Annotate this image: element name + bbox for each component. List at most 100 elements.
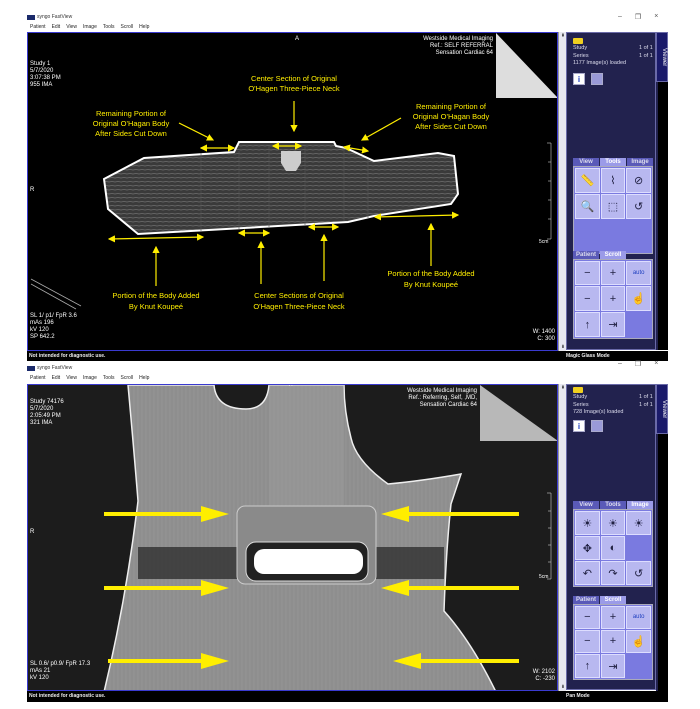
menu-edit[interactable]: Edit bbox=[51, 24, 61, 30]
menu-bar: Patient Edit View Image Tools Scroll Help bbox=[30, 24, 149, 30]
neck-region bbox=[269, 385, 344, 505]
profile-button[interactable]: ⌇ bbox=[600, 168, 626, 193]
tab-scroll[interactable]: Scroll bbox=[600, 251, 626, 259]
label-body-left-2: Original O'Hagan Body bbox=[93, 119, 170, 128]
hand-scroll-button[interactable]: ☝ bbox=[626, 286, 651, 311]
prev-series-button[interactable]: − bbox=[575, 286, 600, 311]
hand-scroll-button[interactable]: ☝ bbox=[626, 629, 651, 654]
last-image-button[interactable]: ⇥ bbox=[600, 312, 626, 337]
magic-glass-button[interactable]: ◐ bbox=[600, 536, 626, 560]
menu-patient[interactable]: Patient bbox=[30, 375, 46, 381]
menu-patient[interactable]: Patient bbox=[30, 24, 46, 30]
next-image-button[interactable]: + bbox=[600, 606, 626, 629]
next-series-button[interactable]: + bbox=[600, 286, 626, 311]
scale-label: 5cm bbox=[539, 239, 549, 245]
menu-tools[interactable]: Tools bbox=[102, 375, 115, 381]
scale-label: 5cm bbox=[539, 574, 549, 580]
restore-button[interactable]: ❐ bbox=[634, 14, 642, 21]
secondary-info-button[interactable] bbox=[591, 420, 603, 432]
menu-scroll[interactable]: Scroll bbox=[120, 375, 134, 381]
rotate-head-left-button[interactable]: ↶ bbox=[575, 561, 600, 585]
info-icon: i bbox=[577, 421, 581, 431]
reset-3d-button[interactable]: ↺ bbox=[626, 561, 651, 585]
window-level-button[interactable]: ☀ bbox=[575, 511, 600, 535]
first-image-button[interactable]: ↑ bbox=[575, 654, 600, 678]
hand-scroll-icon: ☝ bbox=[631, 293, 646, 305]
hand-scroll-icon: ☝ bbox=[631, 635, 646, 648]
open-folder-icon[interactable] bbox=[573, 38, 583, 44]
ruler-button[interactable]: 📏 bbox=[575, 168, 600, 193]
image-scrollbar[interactable]: ⇞⇟ bbox=[558, 32, 566, 351]
prev-image-button[interactable]: − bbox=[575, 261, 600, 285]
info-button[interactable]: i bbox=[573, 420, 585, 432]
first-image-button[interactable]: ↑ bbox=[575, 312, 600, 337]
window-preset-1-button[interactable]: ☀ bbox=[600, 511, 626, 535]
head-crossed-button[interactable]: ⊘ bbox=[626, 168, 651, 193]
window-preset-2-button[interactable]: ☀ bbox=[626, 511, 651, 535]
tab-tools[interactable]: Tools bbox=[600, 501, 626, 509]
next-image-icon: + bbox=[609, 611, 617, 624]
next-series-button[interactable]: + bbox=[600, 629, 626, 654]
tab-image[interactable]: Image bbox=[627, 501, 653, 509]
empty-slot bbox=[626, 536, 651, 560]
prev-image-icon: − bbox=[584, 611, 591, 624]
zoom-region-button[interactable]: ⬚ bbox=[600, 194, 626, 219]
reset-3d-button[interactable]: ↺ bbox=[626, 194, 651, 219]
tab-patient[interactable]: Patient bbox=[573, 596, 599, 604]
tab-viewer[interactable]: Viewer bbox=[656, 32, 668, 82]
prev-image-button[interactable]: − bbox=[575, 606, 600, 629]
prev-series-button[interactable]: − bbox=[575, 629, 600, 654]
disclaimer-text: Not intended for diagnostic use. bbox=[29, 353, 106, 359]
window-level-icon: ☀ bbox=[582, 517, 593, 530]
next-image-button[interactable]: + bbox=[600, 261, 626, 285]
menu-image[interactable]: Image bbox=[82, 375, 97, 381]
last-image-button[interactable]: ⇥ bbox=[600, 654, 626, 678]
secondary-info-button[interactable] bbox=[591, 73, 603, 85]
empty-slot bbox=[626, 654, 651, 678]
label-added-right-1: Portion of the Body Added bbox=[387, 269, 474, 278]
pan-icon: ✥ bbox=[582, 542, 592, 555]
label-neck-top-1: Center Section of Original bbox=[251, 74, 337, 83]
rotate-head-right-button[interactable]: ↷ bbox=[600, 561, 626, 585]
tab-view[interactable]: View bbox=[573, 158, 599, 166]
restore-button[interactable]: ❐ bbox=[634, 361, 642, 368]
pan-button[interactable]: ✥ bbox=[575, 536, 600, 560]
window-preset-1-icon: ☀ bbox=[608, 517, 618, 530]
menu-help[interactable]: Help bbox=[139, 24, 150, 30]
auto-scroll-button[interactable]: auto bbox=[626, 261, 651, 285]
menu-scroll[interactable]: Scroll bbox=[120, 24, 134, 30]
info-button[interactable]: i bbox=[573, 73, 585, 85]
menu-edit[interactable]: Edit bbox=[51, 375, 61, 381]
menu-view[interactable]: View bbox=[66, 24, 77, 30]
corner-triangle bbox=[480, 385, 557, 441]
menu-help[interactable]: Help bbox=[139, 375, 150, 381]
study-count: 1 of 1 bbox=[639, 45, 653, 51]
image-scrollbar[interactable]: ⇞⇟ bbox=[558, 384, 566, 691]
magnifier-button[interactable]: 🔍 bbox=[575, 194, 600, 219]
tab-view[interactable]: View bbox=[573, 501, 599, 509]
tab-patient[interactable]: Patient bbox=[573, 251, 599, 259]
minimize-button[interactable]: – bbox=[618, 13, 622, 20]
tab-viewer[interactable]: Viewer bbox=[656, 384, 668, 434]
label-neck-bottom-2: O'Hagen Three-Piece Neck bbox=[253, 302, 345, 311]
menu-tools[interactable]: Tools bbox=[102, 24, 115, 30]
prev-series-icon: − bbox=[584, 635, 591, 648]
close-button[interactable]: × bbox=[654, 13, 659, 20]
rotate-head-right-icon: ↷ bbox=[608, 567, 618, 580]
tab-scroll[interactable]: Scroll bbox=[600, 596, 626, 604]
open-folder-icon[interactable] bbox=[573, 387, 583, 393]
tab-tools[interactable]: Tools bbox=[600, 158, 626, 166]
menu-view[interactable]: View bbox=[66, 375, 77, 381]
auto-scroll-button[interactable]: auto bbox=[626, 606, 651, 629]
minimize-button[interactable]: – bbox=[618, 360, 622, 367]
tab-image[interactable]: Image bbox=[627, 158, 653, 166]
truss-rod-cavity bbox=[281, 151, 301, 171]
label-body-right-3: After Sides Cut Down bbox=[415, 122, 487, 131]
menu-image[interactable]: Image bbox=[82, 24, 97, 30]
app-title: syngo FastView bbox=[37, 14, 73, 20]
close-button[interactable]: × bbox=[654, 360, 659, 367]
